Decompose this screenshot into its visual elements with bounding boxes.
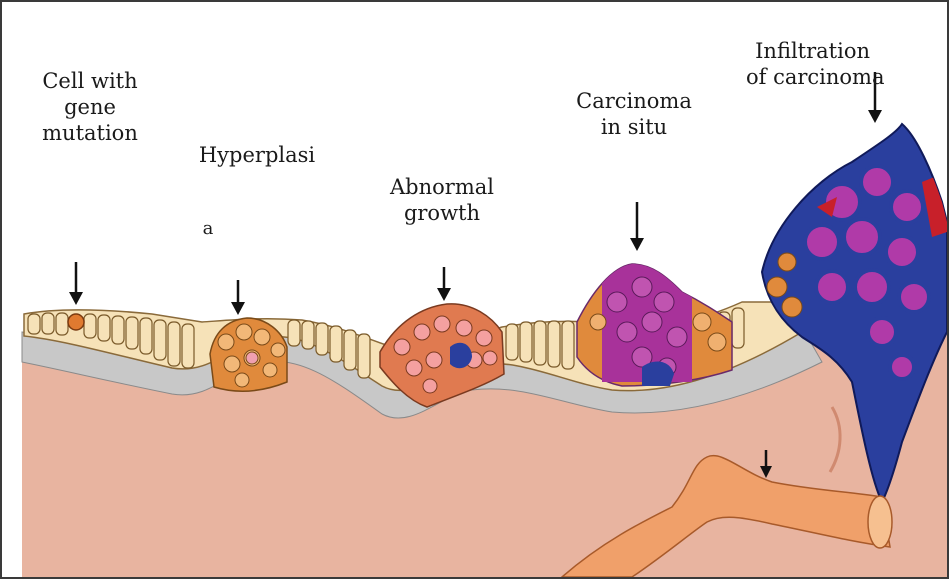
arrow-abnormal-growth <box>437 267 451 301</box>
arrow-cell-mutation <box>69 262 83 305</box>
arrow-carcinoma-in-situ <box>630 202 644 251</box>
blood-vessel-opening <box>868 496 892 548</box>
arrow-hyperplasia <box>231 280 245 315</box>
label-infiltration-of-carcinoma: Infiltration of carcinoma <box>746 38 870 90</box>
hyperplastic-cell-highlight <box>246 352 258 364</box>
label-cell-with-gene-mutation: Cell with gene mutation <box>32 68 148 146</box>
label-abnormal-growth: Abnormal growth <box>390 174 494 226</box>
label-hyperplasia-tail: a <box>198 216 218 242</box>
mutated-cell <box>68 314 84 330</box>
label-carcinoma-in-situ: Carcinoma in situ <box>574 88 694 140</box>
label-hyperplasia: Hyperplasi <box>198 142 316 168</box>
